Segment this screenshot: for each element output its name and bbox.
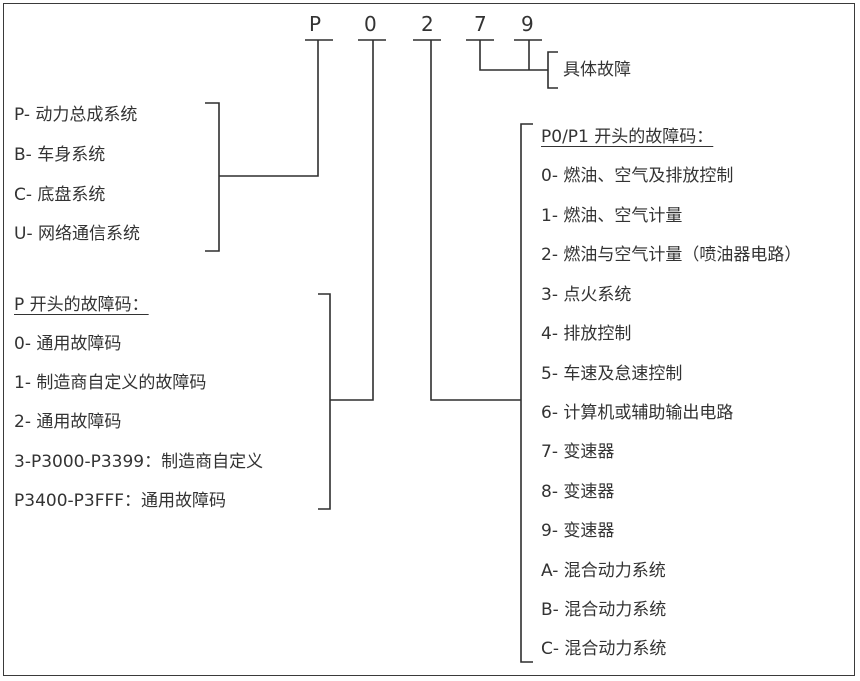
diagram-frame bbox=[3, 3, 855, 676]
code-char-0: 0 bbox=[364, 12, 377, 36]
p-code-item: 0- 通用故障码 bbox=[14, 334, 122, 354]
bracket-systems bbox=[205, 102, 220, 252]
p-code-item: P3400-P3FFF：通用故障码 bbox=[14, 491, 227, 511]
connector-p-systems bbox=[219, 40, 319, 177]
system-item: P- 动力总成系统 bbox=[14, 105, 138, 125]
p0p1-code-item: 6- 计算机或辅助输出电路 bbox=[541, 403, 734, 423]
system-item: C- 底盘系统 bbox=[14, 185, 106, 205]
p0p1-code-item: 0- 燃油、空气及排放控制 bbox=[541, 166, 734, 186]
p-code-item: 3-P3000-P3399：制造商自定义 bbox=[14, 452, 264, 472]
p0p1-code-item: 3- 点火系统 bbox=[541, 285, 632, 305]
p0p1-code-item: A- 混合动力系统 bbox=[541, 561, 666, 581]
connector-2-p0p1 bbox=[430, 40, 521, 401]
p0p1-code-item: 5- 车速及怠速控制 bbox=[541, 364, 683, 384]
p0p1-code-item: B- 混合动力系统 bbox=[541, 600, 667, 620]
p-code-item: 1- 制造商自定义的故障码 bbox=[14, 373, 207, 393]
code-char-9: 9 bbox=[521, 12, 534, 36]
bracket-p0p1 bbox=[520, 123, 533, 663]
code-char-2: 2 bbox=[421, 12, 434, 36]
p0p1-code-item: C- 混合动力系统 bbox=[541, 639, 667, 659]
p0p1-code-item: 4- 排放控制 bbox=[541, 324, 632, 344]
p0p1-codes-header: P0/P1 开头的故障码： bbox=[541, 127, 714, 147]
bracket-specific bbox=[547, 51, 558, 89]
code-char-p: P bbox=[309, 12, 322, 36]
p0p1-code-item: 9- 变速器 bbox=[541, 521, 615, 541]
specific-fault-label: 具体故障 bbox=[563, 60, 631, 80]
system-item: B- 车身系统 bbox=[14, 145, 106, 165]
code-char-7: 7 bbox=[474, 12, 487, 36]
p0p1-code-item: 2- 燃油与空气计量（喷油器电路） bbox=[541, 245, 802, 265]
connector-79 bbox=[479, 40, 548, 71]
p0p1-code-item: 1- 燃油、空气计量 bbox=[541, 206, 683, 226]
p-code-item: 2- 通用故障码 bbox=[14, 412, 122, 432]
connector-0-pcodes bbox=[330, 40, 374, 401]
system-item: U- 网络通信系统 bbox=[14, 224, 140, 244]
bracket-pcodes bbox=[318, 293, 331, 510]
p-codes-header: P 开头的故障码： bbox=[14, 295, 149, 315]
p0p1-code-item: 8- 变速器 bbox=[541, 482, 615, 502]
p0p1-code-item: 7- 变速器 bbox=[541, 442, 615, 462]
